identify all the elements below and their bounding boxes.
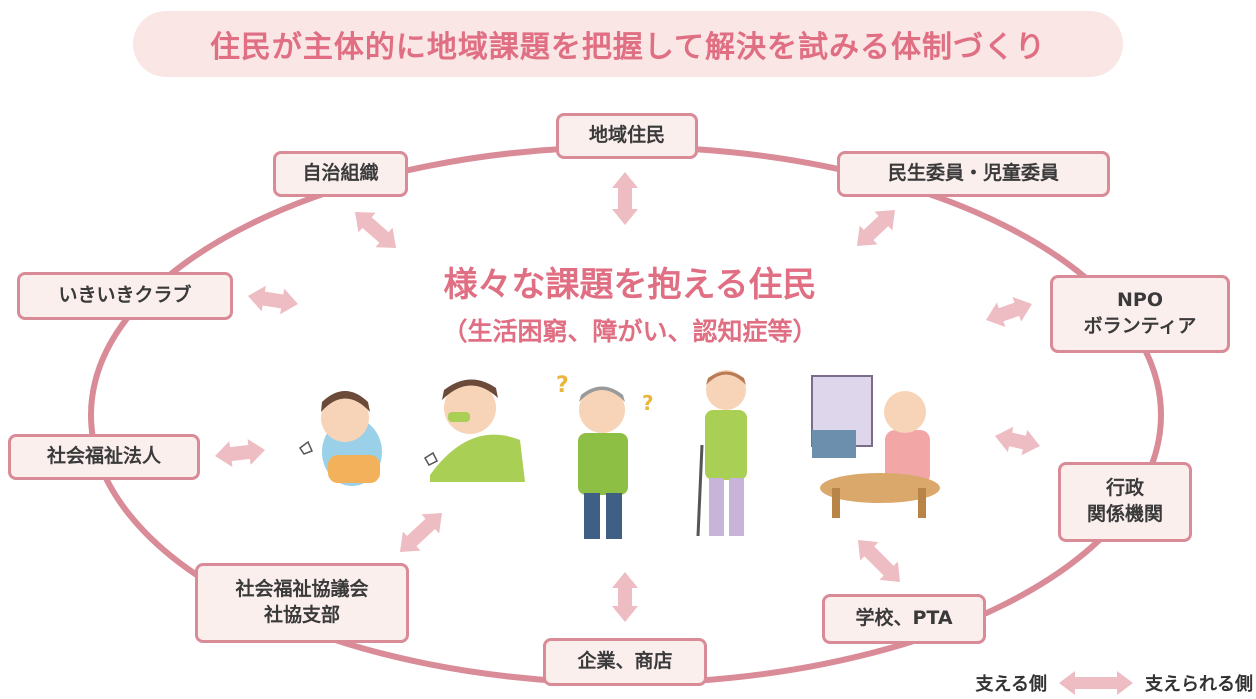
node-label: 地域住民	[588, 124, 665, 147]
node-label: 自治組織	[302, 162, 379, 185]
arrow-minsei-iin	[857, 210, 895, 246]
node-label-line1: 社会福祉協議会	[235, 578, 369, 601]
crouching-child-illustration	[298, 391, 382, 486]
node-gakko-pta: 学校、PTA	[822, 594, 986, 644]
svg-text:?: ?	[642, 391, 654, 415]
node-label: 社会福祉法人	[46, 445, 161, 468]
legend-supported: 支えられる側	[1145, 674, 1253, 695]
node-label: 企業、商店	[577, 650, 673, 673]
node-label: いきいきクラブ	[58, 284, 192, 307]
elder-at-table-illustration	[811, 375, 940, 518]
arrow-gyosei	[995, 426, 1040, 456]
node-label-line2: ボランティア	[1083, 315, 1197, 337]
node-ikiiki-club: いきいきクラブ	[17, 272, 233, 320]
node-kigyo-shoten: 企業、商店	[543, 638, 707, 686]
legend-supporting: 支える側	[975, 674, 1047, 695]
arrow-kigyo-shoten	[612, 572, 638, 622]
node-jichi-soshiki: 自治組織	[273, 151, 408, 197]
banner-title: 住民が主体的に地域課題を把握して解決を試みる体制づくり	[209, 30, 1047, 65]
arrow-jichi-soshiki	[355, 212, 397, 249]
double-arrow-icon	[1059, 671, 1133, 695]
node-label: 民生委員・児童委員	[887, 162, 1059, 185]
node-chiiki-jumin: 地域住民	[556, 113, 698, 159]
page-banner: 住民が主体的に地域課題を把握して解決を試みる体制づくり	[133, 11, 1123, 77]
node-shakyo: 社会福祉協議会 社協支部	[195, 563, 409, 643]
confused-elder-illustration: ? ?	[556, 373, 654, 539]
arrow-shakyo	[400, 513, 442, 552]
node-label-line2: 関係機関	[1086, 503, 1163, 525]
node-gyosei: 行政 関係機関	[1058, 462, 1192, 542]
arrow-shakai-fukushi-hojin	[215, 438, 265, 468]
center-subtitle: （生活困窮、障がい、認知症等）	[442, 317, 818, 346]
node-minsei-iin: 民生委員・児童委員	[837, 151, 1110, 197]
node-label-line2: 社協支部	[263, 604, 340, 626]
node-shakai-fukushi-hojin: 社会福祉法人	[8, 434, 200, 480]
arrow-chiiki-jumin	[612, 172, 638, 225]
legend: 支える側 支えられる側	[885, 669, 1253, 697]
center-title: 様々な課題を抱える住民	[443, 265, 817, 305]
node-label-line1: 行政	[1105, 477, 1144, 500]
svg-text:?: ?	[556, 373, 569, 398]
leaning-man-illustration	[423, 379, 525, 482]
arrow-npo	[985, 296, 1032, 328]
node-npo-volunteer: NPO ボランティア	[1050, 275, 1230, 353]
arrow-gakko-pta	[857, 539, 900, 582]
people-illustrations: ? ?	[298, 370, 940, 539]
node-label: 学校、PTA	[855, 607, 953, 630]
support-arrows	[215, 172, 1040, 622]
cane-elder-illustration	[696, 370, 747, 537]
arrow-ikiiki-club	[248, 285, 299, 315]
node-label-line1: NPO	[1117, 289, 1163, 312]
